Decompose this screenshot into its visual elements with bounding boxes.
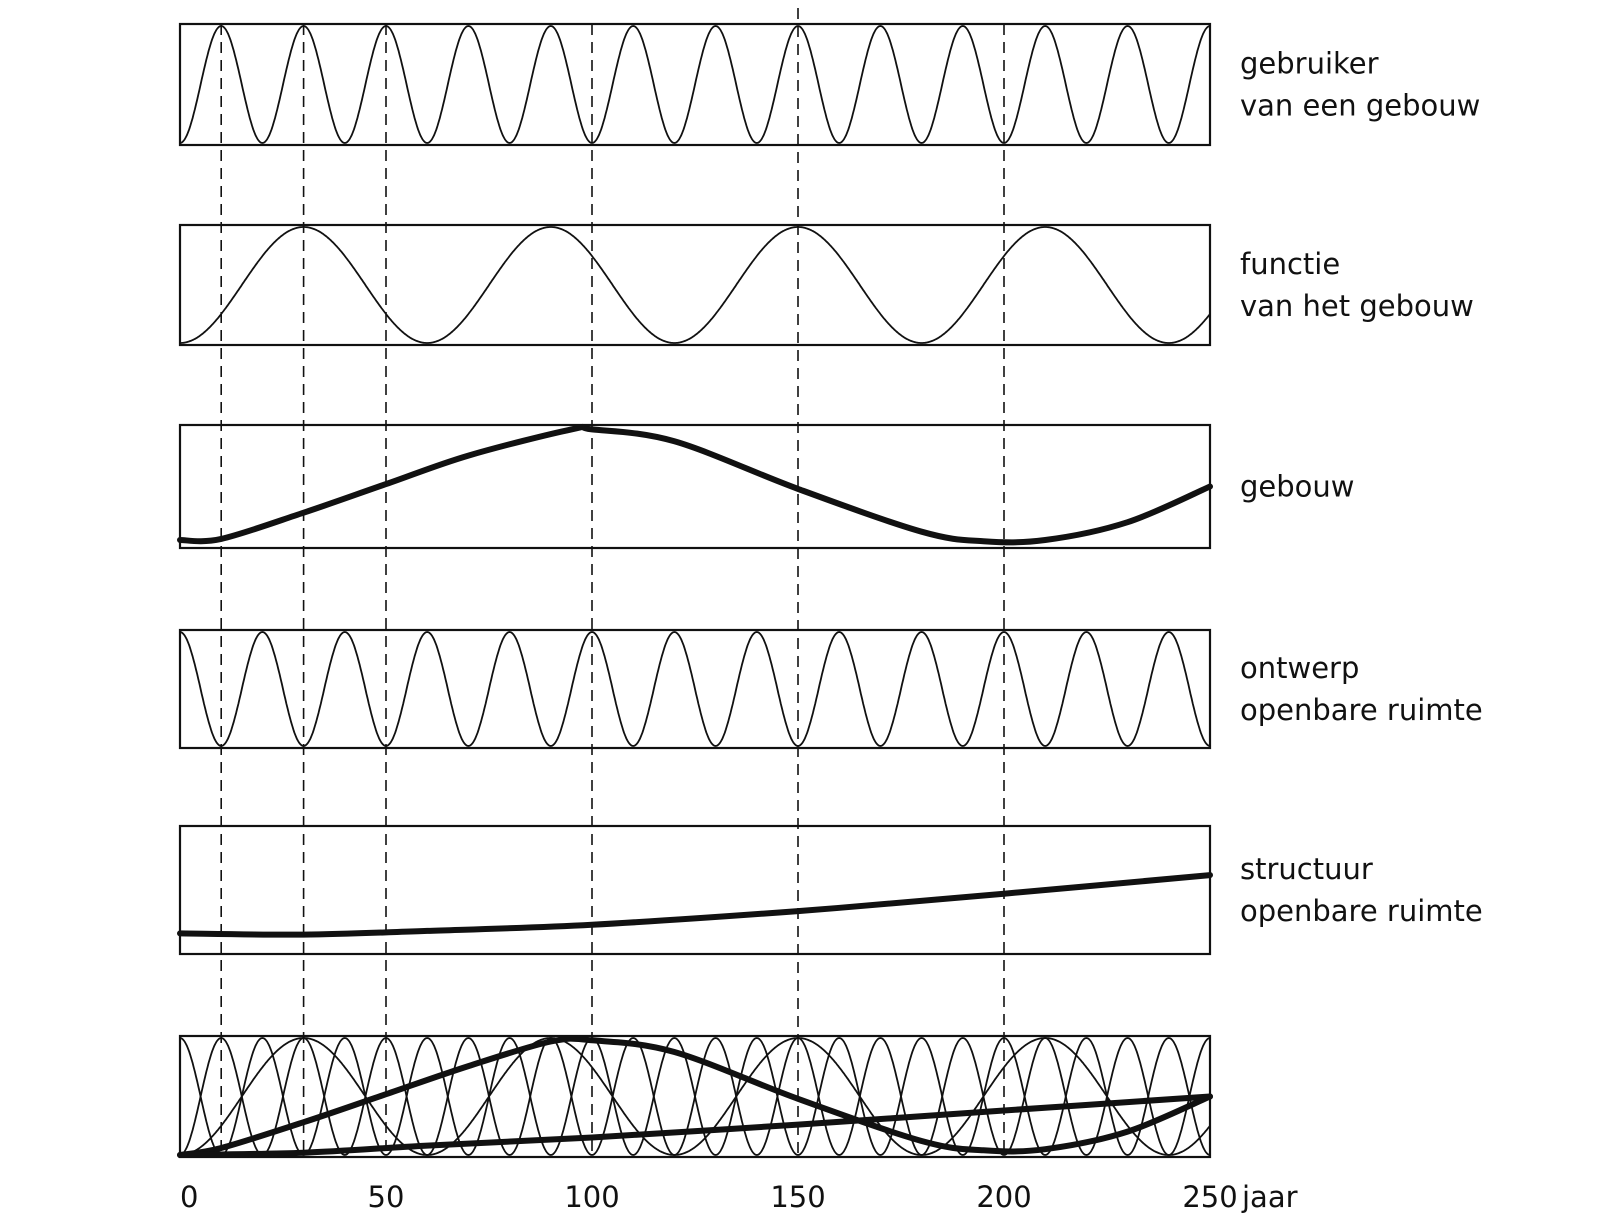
tick-label-200: 200 <box>976 1180 1031 1214</box>
panel-label-structuur-0: structuur <box>1240 852 1373 886</box>
x-axis-unit: jaar <box>1241 1180 1298 1214</box>
panel-gebouw: gebouw <box>177 423 1355 550</box>
series-line-functie-0 <box>179 226 1211 344</box>
panel-label-ontwerp-0: ontwerp <box>1240 651 1359 685</box>
series-line-gebruiker-0 <box>179 25 1211 144</box>
panel-label-gebruiker-1: van een gebouw <box>1240 89 1480 123</box>
reference-lines <box>220 8 1005 1157</box>
panel-functie: functie van het gebouw <box>178 223 1474 347</box>
panel-label-gebouw-0: gebouw <box>1240 470 1355 504</box>
panel-frame <box>178 22 1212 147</box>
panel-structuur: structuur openbare ruimte <box>177 824 1483 956</box>
panels: gebruiker van een gebouw functie van het ge… <box>177 22 1483 1159</box>
panel-label-functie-1: van het gebouw <box>1240 289 1474 323</box>
series-line-combined-2 <box>179 1037 1211 1156</box>
panel-frame <box>178 628 1212 750</box>
series-line-combined-3 <box>177 1035 1213 1158</box>
series-line-gebouw-0 <box>177 423 1213 546</box>
panel-label-ontwerp-1: openbare ruimte <box>1240 693 1483 727</box>
series-line-ontwerp-0 <box>179 631 1211 747</box>
series-line-combined-4 <box>177 1093 1213 1158</box>
panel-frame <box>178 824 1212 956</box>
series-line-structuur-0 <box>177 872 1213 938</box>
tick-label-100: 100 <box>564 1180 619 1214</box>
panel-label-gebruiker-0: gebruiker <box>1240 47 1379 81</box>
tick-label-0: 0 <box>180 1180 198 1214</box>
tick-label-150: 150 <box>770 1180 825 1214</box>
panel-ontwerp: ontwerp openbare ruimte <box>178 628 1483 750</box>
panel-frame <box>178 423 1212 550</box>
panel-label-structuur-1: openbare ruimte <box>1240 894 1483 928</box>
panel-gebruiker: gebruiker van een gebouw <box>178 22 1480 147</box>
panel-label-functie-0: functie <box>1240 247 1340 281</box>
panel-frame <box>178 223 1212 347</box>
panel-combined <box>177 1034 1213 1159</box>
tick-label-250: 250 <box>1182 1180 1237 1214</box>
tick-label-50: 50 <box>368 1180 405 1214</box>
